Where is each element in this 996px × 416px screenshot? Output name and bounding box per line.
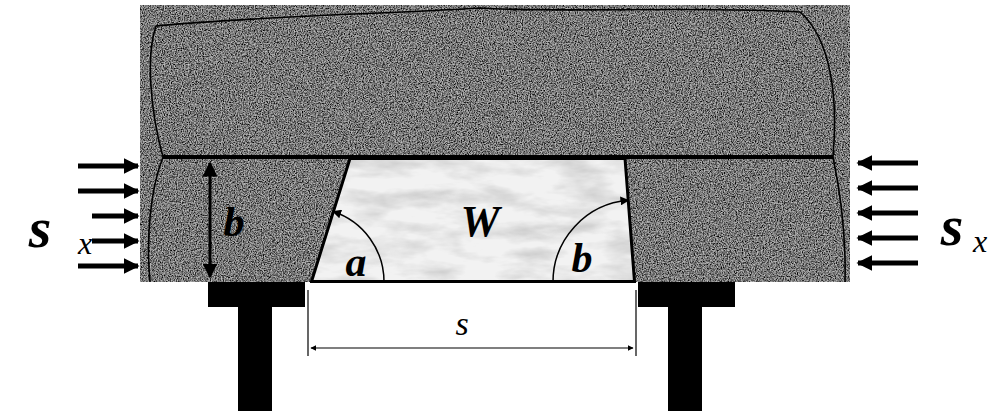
- stress-symbol: s: [29, 195, 52, 260]
- angle-label: b: [572, 235, 593, 281]
- stress-arrows: [858, 163, 918, 263]
- angle-arc: [553, 200, 629, 282]
- support-post: [238, 305, 272, 411]
- stress-subscript: x: [78, 225, 92, 261]
- extension-line: [635, 290, 636, 356]
- stress-subscript: x: [973, 223, 987, 259]
- block-label: W: [460, 200, 499, 244]
- angle-label-holder: b: [572, 237, 593, 279]
- rock-texture: [140, 5, 850, 282]
- thickness-dimension: [209, 163, 212, 277]
- support-post: [668, 305, 702, 411]
- stress-subscript-holder: x: [973, 225, 987, 257]
- extension-line: [307, 290, 308, 356]
- stress-symbol-holder: s: [941, 197, 964, 255]
- rock-outline: [149, 8, 846, 282]
- support-plate: [208, 282, 305, 307]
- angle-label-holder: a: [346, 241, 367, 283]
- thickness-label-holder: b: [224, 201, 245, 243]
- span-dimension: [311, 347, 633, 348]
- span-label-holder: s: [455, 307, 468, 341]
- angle-label: a: [346, 239, 367, 285]
- span-label: s: [455, 305, 468, 342]
- stress-symbol: s: [941, 193, 964, 258]
- stress-subscript-holder: x: [78, 227, 92, 259]
- rock-texture-light: [140, 5, 850, 282]
- stress-symbol-holder: s: [29, 199, 52, 257]
- rock-mass: [140, 5, 850, 282]
- thickness-label: b: [224, 199, 245, 245]
- support-plate: [638, 282, 735, 307]
- stress-arrows: [78, 166, 138, 266]
